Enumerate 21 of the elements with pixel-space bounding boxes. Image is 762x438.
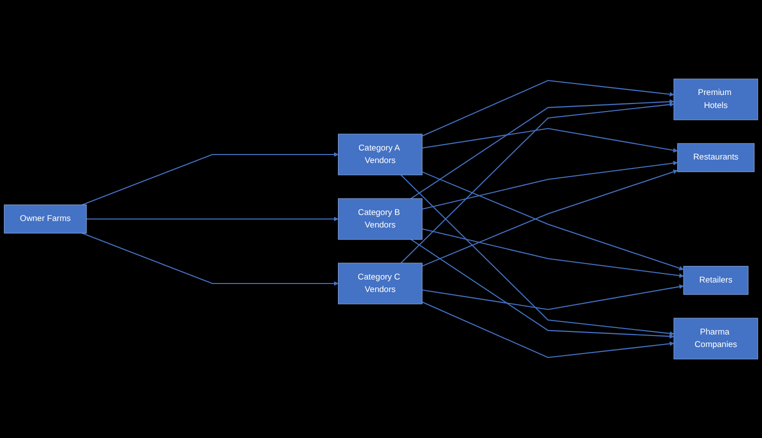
node-box: Category B Vendors bbox=[338, 198, 422, 240]
arrow bbox=[82, 232, 338, 286]
arrow bbox=[422, 284, 684, 310]
arrow bbox=[82, 152, 338, 206]
node-box: Owner Farms bbox=[4, 204, 87, 234]
node-box: Pharma Companies bbox=[674, 318, 758, 360]
arrow bbox=[422, 160, 678, 210]
arrow bbox=[422, 80, 674, 136]
node-box: Category A Vendors bbox=[338, 134, 422, 176]
arrow bbox=[422, 228, 684, 278]
arrow bbox=[410, 99, 674, 199]
node-box: Restaurants bbox=[677, 143, 754, 172]
arrow bbox=[86, 216, 338, 222]
arrow bbox=[422, 302, 674, 358]
node-box: Retailers bbox=[683, 266, 748, 295]
node-box: Category C Vendors bbox=[338, 262, 422, 304]
node-box: Premium Hotels bbox=[674, 78, 758, 120]
arrow bbox=[400, 174, 674, 336]
arrow bbox=[422, 128, 678, 153]
arrow bbox=[410, 239, 674, 339]
arrow bbox=[400, 102, 674, 264]
